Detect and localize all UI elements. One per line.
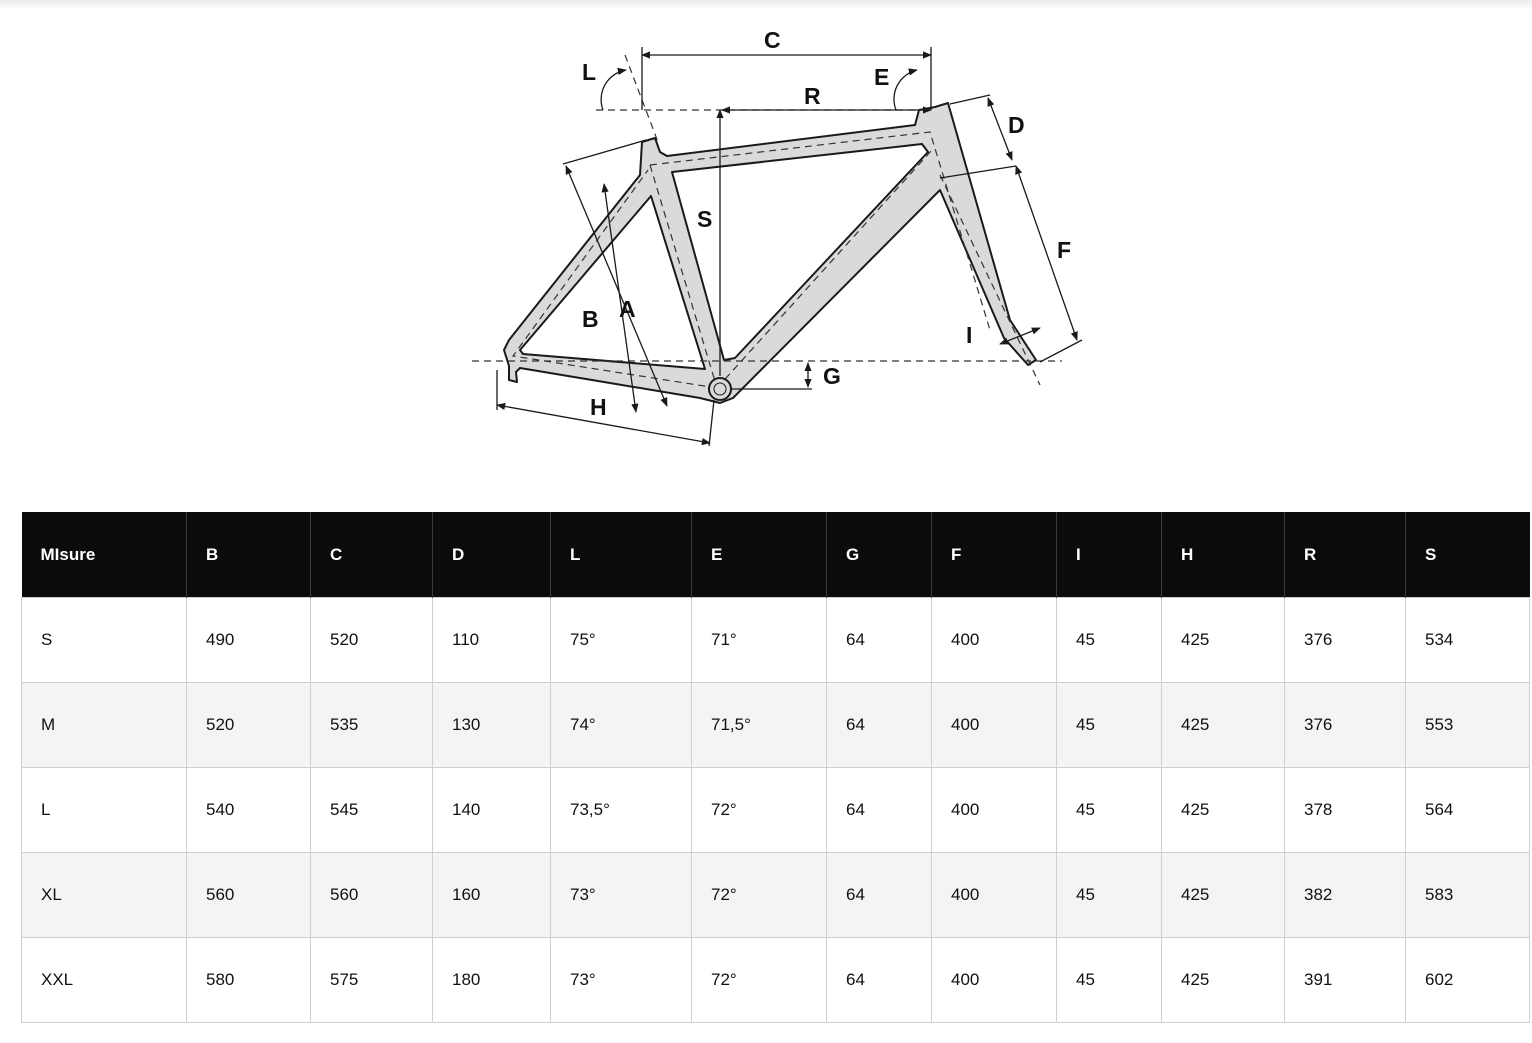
column-header: G bbox=[826, 512, 932, 598]
table-cell: 400 bbox=[931, 767, 1057, 853]
table-cell: 64 bbox=[826, 597, 932, 683]
table-row: S 490 520 110 75° 71° 64 400 45 425 376 … bbox=[21, 597, 1530, 683]
label-c: C bbox=[764, 27, 781, 53]
table-cell: 602 bbox=[1405, 937, 1530, 1023]
table-cell: XL bbox=[21, 852, 187, 938]
geometry-table: MIsure B C D L E G F I H R S S 490 520 1… bbox=[21, 512, 1530, 1023]
table-cell: 74° bbox=[550, 682, 692, 768]
table-cell: 64 bbox=[826, 682, 932, 768]
table-row: L 540 545 140 73,5° 72° 64 400 45 425 37… bbox=[21, 767, 1530, 853]
table-cell: 73° bbox=[550, 852, 692, 938]
table-cell: 45 bbox=[1056, 937, 1162, 1023]
table-cell: 400 bbox=[931, 597, 1057, 683]
label-f: F bbox=[1057, 237, 1071, 263]
table-cell: 425 bbox=[1161, 682, 1285, 768]
dimension-lines bbox=[496, 47, 1083, 447]
bottom-bracket bbox=[708, 377, 732, 401]
column-header: E bbox=[691, 512, 827, 598]
label-b: B bbox=[582, 306, 599, 332]
table-cell: 75° bbox=[550, 597, 692, 683]
table-cell: 71° bbox=[691, 597, 827, 683]
table-cell: 400 bbox=[931, 937, 1057, 1023]
label-s: S bbox=[697, 206, 712, 232]
frame-geometry-diagram: C R L E D S F B A I G H bbox=[472, 27, 1083, 447]
table-cell: 534 bbox=[1405, 597, 1530, 683]
table-cell: 64 bbox=[826, 767, 932, 853]
table-cell: 545 bbox=[310, 767, 433, 853]
table-cell: 560 bbox=[310, 852, 433, 938]
table-cell: 140 bbox=[432, 767, 551, 853]
column-header: D bbox=[432, 512, 551, 598]
table-row: XL 560 560 160 73° 72° 64 400 45 425 382… bbox=[21, 852, 1530, 938]
table-cell: 400 bbox=[931, 682, 1057, 768]
table-cell: 391 bbox=[1284, 937, 1406, 1023]
column-header: F bbox=[931, 512, 1057, 598]
table-cell: 45 bbox=[1056, 682, 1162, 768]
table-cell: 575 bbox=[310, 937, 433, 1023]
table-cell: XXL bbox=[21, 937, 187, 1023]
table-cell: 73° bbox=[550, 937, 692, 1023]
table-row: M 520 535 130 74° 71,5° 64 400 45 425 37… bbox=[21, 682, 1530, 768]
column-header: H bbox=[1161, 512, 1285, 598]
column-header: C bbox=[310, 512, 433, 598]
table-cell: 520 bbox=[310, 597, 433, 683]
column-header: B bbox=[186, 512, 311, 598]
table-cell: 72° bbox=[691, 937, 827, 1023]
table-cell: 560 bbox=[186, 852, 311, 938]
column-header: MIsure bbox=[21, 512, 187, 598]
bike-frame bbox=[503, 102, 1037, 404]
label-d: D bbox=[1008, 112, 1025, 138]
table-cell: 425 bbox=[1161, 852, 1285, 938]
table-cell: 520 bbox=[186, 682, 311, 768]
label-h: H bbox=[590, 394, 607, 420]
table-cell: 378 bbox=[1284, 767, 1406, 853]
table-cell: 553 bbox=[1405, 682, 1530, 768]
table-cell: 160 bbox=[432, 852, 551, 938]
table-cell: S bbox=[21, 597, 187, 683]
table-cell: 382 bbox=[1284, 852, 1406, 938]
table-cell: 180 bbox=[432, 937, 551, 1023]
column-header: S bbox=[1405, 512, 1530, 598]
table-cell: 400 bbox=[931, 852, 1057, 938]
table-cell: 130 bbox=[432, 682, 551, 768]
table-cell: 490 bbox=[186, 597, 311, 683]
table-cell: 425 bbox=[1161, 767, 1285, 853]
table-cell: 583 bbox=[1405, 852, 1530, 938]
table-cell: 376 bbox=[1284, 682, 1406, 768]
table-header-row: MIsure B C D L E G F I H R S bbox=[21, 512, 1530, 598]
table-cell: 376 bbox=[1284, 597, 1406, 683]
table-cell: 64 bbox=[826, 937, 932, 1023]
table-cell: 535 bbox=[310, 682, 433, 768]
table-cell: M bbox=[21, 682, 187, 768]
table-cell: 45 bbox=[1056, 852, 1162, 938]
table-cell: 425 bbox=[1161, 937, 1285, 1023]
table-cell: 425 bbox=[1161, 597, 1285, 683]
top-shadow bbox=[0, 0, 1532, 10]
table-cell: 110 bbox=[432, 597, 551, 683]
column-header: R bbox=[1284, 512, 1406, 598]
label-g: G bbox=[823, 363, 841, 389]
table-cell: 72° bbox=[691, 767, 827, 853]
table-cell: 564 bbox=[1405, 767, 1530, 853]
table-row: XXL 580 575 180 73° 72° 64 400 45 425 39… bbox=[21, 937, 1530, 1023]
column-header: I bbox=[1056, 512, 1162, 598]
table-cell: 45 bbox=[1056, 767, 1162, 853]
table-cell: 580 bbox=[186, 937, 311, 1023]
table-cell: 540 bbox=[186, 767, 311, 853]
label-a: A bbox=[619, 296, 636, 322]
table-cell: 45 bbox=[1056, 597, 1162, 683]
table-cell: L bbox=[21, 767, 187, 853]
table-cell: 73,5° bbox=[550, 767, 692, 853]
table-cell: 72° bbox=[691, 852, 827, 938]
table-cell: 71,5° bbox=[691, 682, 827, 768]
label-r: R bbox=[804, 83, 821, 109]
label-l: L bbox=[582, 59, 596, 85]
label-i: I bbox=[966, 322, 972, 348]
label-e: E bbox=[874, 64, 889, 90]
table-cell: 64 bbox=[826, 852, 932, 938]
column-header: L bbox=[550, 512, 692, 598]
